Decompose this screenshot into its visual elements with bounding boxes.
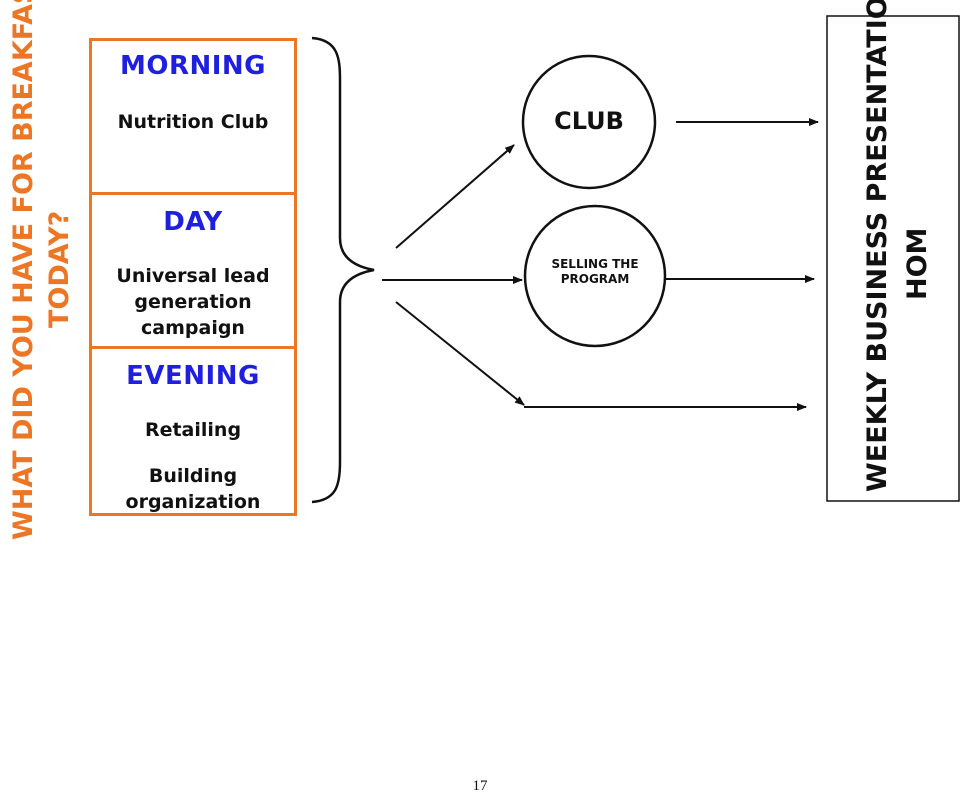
evening-heading: EVENING — [126, 361, 260, 391]
day-line-1: Universal lead — [116, 265, 270, 287]
evening-line-3: organization — [125, 491, 261, 513]
club-circle — [521, 54, 657, 190]
morning-line-1: Nutrition Club — [117, 111, 269, 133]
evening-box: EVENING Retailing Building organization — [89, 346, 297, 516]
selling-label-line1: SELLING THE — [551, 257, 639, 271]
club-label: CLUB — [554, 107, 624, 135]
page-number: 17 — [472, 778, 488, 794]
arrow-to-bottom — [395, 301, 525, 406]
day-line-3: campaign — [141, 317, 245, 339]
day-box: DAY Universal lead generation campaign — [89, 192, 297, 349]
day-line-2: generation — [134, 291, 252, 313]
selling-label-line2: PROGRAM — [560, 272, 630, 286]
day-heading: DAY — [163, 207, 223, 237]
weekly-presentation-line2: HOM — [902, 227, 933, 300]
morning-heading: MORNING — [119, 51, 267, 81]
weekly-presentation-box — [826, 15, 960, 502]
selling-circle — [523, 204, 667, 348]
arrow-to-club — [395, 144, 515, 249]
evening-line-2: Building — [148, 465, 238, 487]
evening-line-1: Retailing — [144, 419, 242, 441]
curly-brace — [311, 36, 375, 504]
weekly-presentation-line1: WEEKLY BUSINESS PRESENTATION — [862, 0, 893, 492]
